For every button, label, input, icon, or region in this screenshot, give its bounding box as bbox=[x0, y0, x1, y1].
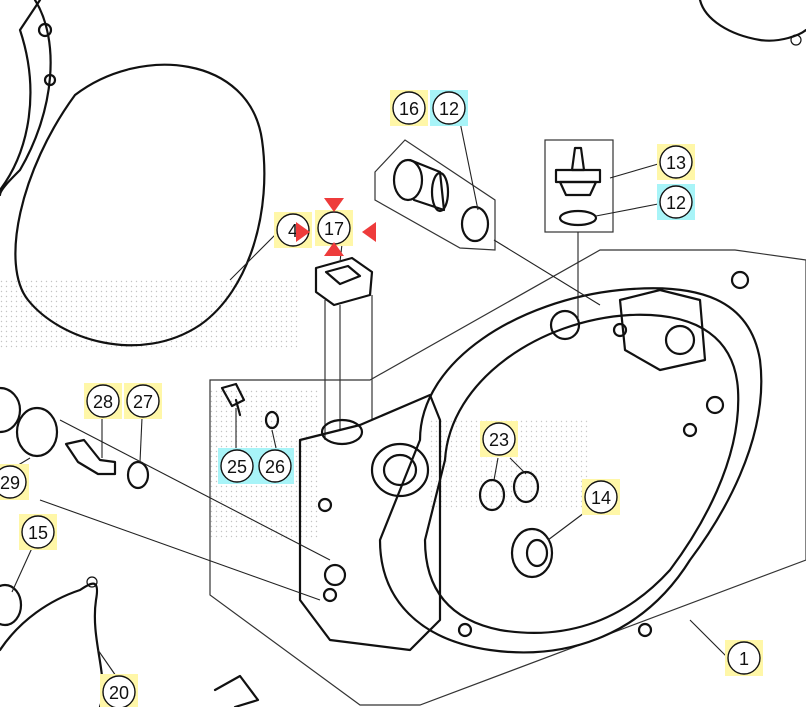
callout-number: 26 bbox=[265, 457, 285, 477]
callout-circle bbox=[21, 515, 55, 549]
callout-number: 14 bbox=[591, 488, 611, 508]
callout-number: 28 bbox=[93, 392, 113, 412]
callout-23[interactable]: 23 bbox=[480, 421, 518, 457]
hose-clip bbox=[790, 34, 802, 46]
callout-number: 4 bbox=[288, 221, 298, 241]
callout-13[interactable]: 13 bbox=[657, 144, 695, 180]
part-16-12-box bbox=[374, 139, 496, 251]
callout-number: 25 bbox=[227, 457, 247, 477]
callout-28[interactable]: 28 bbox=[84, 383, 122, 419]
callout-number: 23 bbox=[489, 430, 509, 450]
callout-circle bbox=[432, 91, 466, 125]
callout-number: 20 bbox=[109, 683, 129, 703]
callout-circle bbox=[220, 449, 254, 483]
callout-circle bbox=[102, 675, 136, 707]
callout-circle bbox=[0, 465, 27, 499]
callout-number: 15 bbox=[28, 523, 48, 543]
hose-line bbox=[698, 0, 806, 42]
callout-25[interactable]: 25 bbox=[218, 448, 256, 484]
bolt-25 bbox=[220, 382, 246, 417]
callout-12a[interactable]: 12 bbox=[430, 90, 468, 126]
callout-number: 17 bbox=[324, 219, 344, 239]
callout-circle bbox=[258, 449, 292, 483]
callout-16[interactable]: 16 bbox=[390, 90, 428, 126]
callout-number: 13 bbox=[666, 153, 686, 173]
callout-circle bbox=[584, 480, 618, 514]
bearings-23 bbox=[478, 470, 540, 512]
callout-number: 1 bbox=[739, 649, 749, 669]
part-17-filter bbox=[314, 256, 374, 440]
clutch-cover bbox=[209, 249, 806, 706]
callout-14[interactable]: 14 bbox=[582, 479, 620, 515]
callout-circle bbox=[392, 91, 426, 125]
callout-1[interactable]: 1 bbox=[725, 640, 763, 676]
plug-28 bbox=[64, 438, 117, 476]
callout-26[interactable]: 26 bbox=[256, 448, 294, 484]
callout-circle bbox=[727, 641, 761, 675]
left-lower-parts bbox=[0, 386, 260, 707]
callout-circle bbox=[126, 384, 160, 418]
callout-29[interactable]: 29 bbox=[0, 464, 29, 500]
callout-circle bbox=[659, 185, 693, 219]
callout-number: 29 bbox=[0, 473, 20, 493]
callout-circle bbox=[86, 384, 120, 418]
callout-number: 16 bbox=[399, 99, 419, 119]
washer-27 bbox=[126, 460, 150, 490]
part-13-12-box bbox=[544, 139, 614, 233]
callout-circle bbox=[659, 145, 693, 179]
callout-number: 12 bbox=[439, 99, 459, 119]
left-case-outline bbox=[0, 0, 57, 197]
callout-number: 27 bbox=[133, 392, 153, 412]
callout-12b[interactable]: 12 bbox=[657, 184, 695, 220]
crosshair-arrows-icon bbox=[296, 198, 376, 256]
callout-27[interactable]: 27 bbox=[124, 383, 162, 419]
callout-number: 12 bbox=[666, 193, 686, 213]
cover-gasket bbox=[14, 63, 266, 347]
leader-lines bbox=[9, 121, 727, 677]
callout-20[interactable]: 20 bbox=[100, 674, 138, 707]
seal-14 bbox=[510, 527, 554, 579]
o-ring-12b bbox=[558, 209, 598, 227]
callout-circle bbox=[482, 422, 516, 456]
o-ring-12a bbox=[460, 205, 490, 243]
washer-26 bbox=[264, 410, 280, 430]
callout-17[interactable]: 17 bbox=[315, 210, 353, 246]
callout-15[interactable]: 15 bbox=[19, 514, 57, 550]
